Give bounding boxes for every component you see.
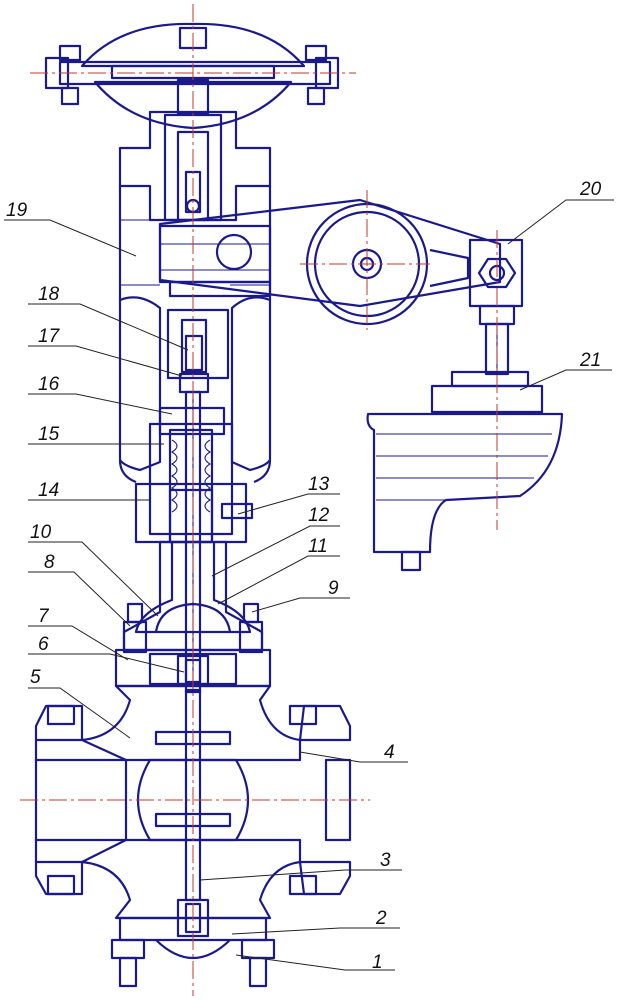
positioner-clamp — [468, 238, 524, 376]
label-4: 4 — [384, 742, 395, 763]
label-17: 17 — [38, 326, 61, 347]
label-14: 14 — [38, 480, 59, 501]
label-15: 15 — [38, 424, 60, 445]
label-16: 16 — [38, 374, 60, 395]
label-19: 19 — [6, 200, 28, 221]
label-5: 5 — [30, 667, 41, 688]
label-6: 6 — [38, 634, 49, 655]
label-1: 1 — [372, 952, 383, 973]
stem-coupling — [134, 308, 254, 694]
label-20: 20 — [579, 179, 602, 200]
label-2: 2 — [375, 908, 387, 929]
label-3: 3 — [380, 850, 391, 871]
positioner-body — [366, 370, 564, 572]
label-10: 10 — [30, 522, 52, 543]
callouts: 1 2 3 4 5 6 7 8 9 10 11 12 13 14 15 16 1 — [4, 179, 614, 973]
center-lines — [20, 4, 498, 996]
label-13: 13 — [308, 474, 330, 495]
label-9: 9 — [328, 578, 339, 599]
label-7: 7 — [38, 606, 50, 627]
bonnet — [122, 540, 264, 654]
label-12: 12 — [308, 505, 330, 526]
label-21: 21 — [579, 350, 601, 371]
label-18: 18 — [38, 284, 60, 305]
label-8: 8 — [44, 552, 55, 573]
lever-arm — [158, 198, 502, 308]
label-11: 11 — [308, 536, 328, 557]
